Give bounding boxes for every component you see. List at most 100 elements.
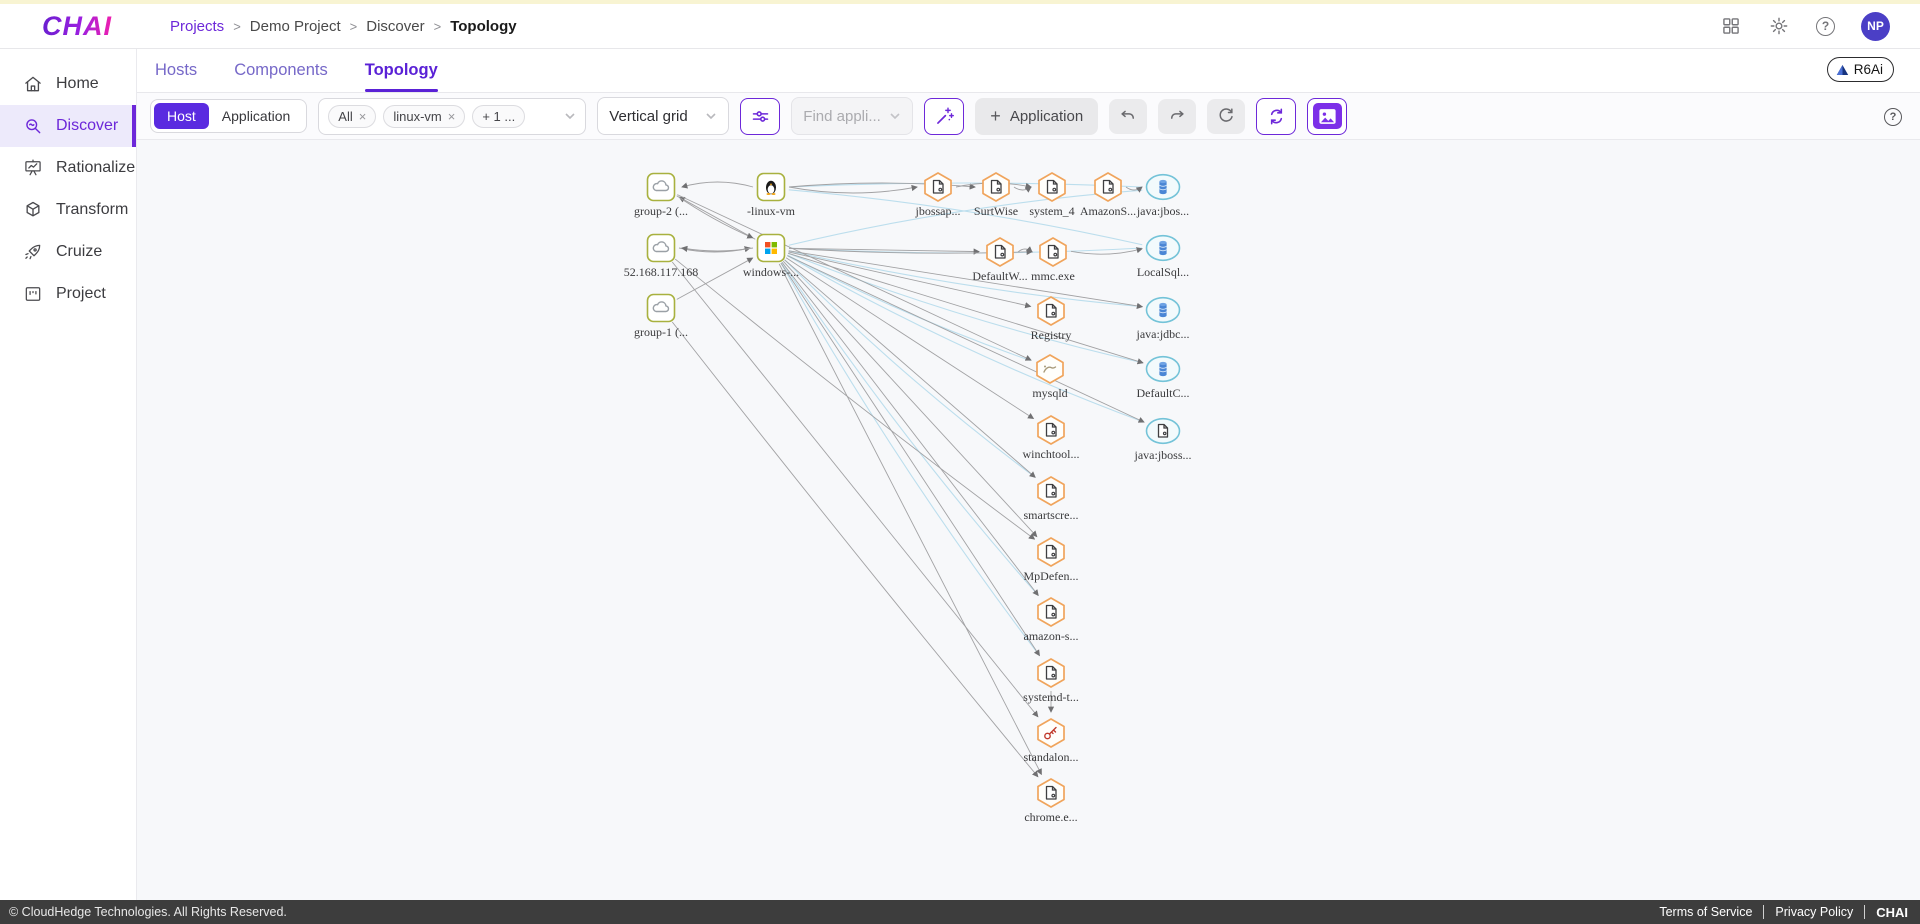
topology-edge xyxy=(781,261,1039,597)
topology-edge xyxy=(788,252,1144,365)
topology-edge xyxy=(788,251,1032,309)
project-icon xyxy=(23,284,43,304)
node-label: mysqld xyxy=(1032,386,1068,400)
mode-toggle: Host Application xyxy=(150,99,308,133)
filter-chip[interactable]: + 1 ... xyxy=(472,104,526,128)
topology-edge xyxy=(681,181,754,189)
breadcrumb-item[interactable]: Demo Project xyxy=(249,17,341,35)
export-image-button[interactable] xyxy=(1307,97,1348,135)
node-label: LocalSql... xyxy=(1136,265,1190,279)
find-application-select[interactable]: Find appli... xyxy=(791,97,914,135)
copyright-text: © CloudHedge Technologies. All Rights Re… xyxy=(9,905,287,919)
topology-edge xyxy=(676,257,754,300)
node-label: winchtool... xyxy=(1022,447,1080,461)
top-accent-strip xyxy=(0,0,1920,4)
hex-doc-node-icon xyxy=(1032,413,1070,447)
oval-db-node-icon xyxy=(1144,352,1182,386)
filter-chip[interactable]: linux-vm× xyxy=(383,104,466,128)
topology-edge xyxy=(787,252,1144,364)
node-label: java:jdbc... xyxy=(1136,327,1190,341)
toolbar-help-icon[interactable]: ? xyxy=(1884,108,1902,126)
graph-settings-button[interactable] xyxy=(740,97,781,135)
node-label: group-2 (... xyxy=(634,204,688,218)
topology-edge xyxy=(788,250,1143,308)
filter-chip-label: + 1 ... xyxy=(482,108,516,124)
layout-select[interactable]: Vertical grid xyxy=(597,97,730,135)
tab-components[interactable]: Components xyxy=(234,61,328,79)
sidebar-item-project[interactable]: Project xyxy=(0,273,136,315)
transform-icon xyxy=(23,200,43,220)
redo-button[interactable] xyxy=(1158,98,1197,134)
cloud-node-icon xyxy=(642,291,680,325)
node-label: systemd-t... xyxy=(1023,690,1079,704)
image-icon xyxy=(1312,103,1342,129)
chevron-down-icon xyxy=(564,110,576,122)
node-label: amazon-s... xyxy=(1023,629,1079,643)
sidebar-item-home[interactable]: Home xyxy=(0,63,136,105)
node-label: mmc.exe xyxy=(1031,269,1075,283)
sidebar-item-cruize[interactable]: Cruize xyxy=(0,231,136,273)
sidebar-item-label: Rationalize xyxy=(56,159,136,176)
breadcrumb-item[interactable]: Discover xyxy=(366,17,425,35)
help-icon[interactable]: ? xyxy=(1816,16,1835,36)
topology-edge xyxy=(788,247,1143,254)
host-filter-select[interactable]: All×linux-vm× + 1 ... xyxy=(318,97,587,135)
topology-edge xyxy=(785,257,1035,420)
topology-edges xyxy=(671,181,1145,778)
sidebar-item-rationalize[interactable]: Rationalize xyxy=(0,147,136,189)
node-label: jbossap... xyxy=(915,204,961,218)
chevron-down-icon xyxy=(705,110,717,122)
application-toggle-button[interactable]: Application xyxy=(221,108,291,124)
auto-group-wand-button[interactable] xyxy=(924,97,965,135)
hex-doc-node-icon xyxy=(1032,474,1070,508)
sidebar-item-label: Home xyxy=(56,75,99,92)
oval-db-node-icon xyxy=(1144,231,1182,265)
r6ai-badge[interactable]: R6Ai xyxy=(1826,57,1894,82)
sidebar-item-label: Cruize xyxy=(56,243,103,260)
breadcrumb-item[interactable]: Projects xyxy=(170,17,225,35)
topology-edge xyxy=(788,184,918,194)
sidebar-item-label: Transform xyxy=(56,201,129,218)
refresh-button[interactable] xyxy=(1207,98,1246,134)
topology-edge xyxy=(1017,246,1033,253)
filter-chip[interactable]: All× xyxy=(328,104,377,128)
footer-brand: CHAI xyxy=(1876,904,1908,920)
node-label: system_4 xyxy=(1029,204,1075,218)
footer: © CloudHedge Technologies. All Rights Re… xyxy=(0,900,1920,924)
topology-edge xyxy=(781,261,1039,596)
topology-edge xyxy=(1125,186,1143,193)
home-icon xyxy=(23,74,43,94)
add-application-button[interactable]: + Application xyxy=(975,97,1099,135)
r6ai-triangle-icon xyxy=(1836,64,1849,76)
sync-arrows-icon xyxy=(1266,106,1287,127)
tab-topology[interactable]: Topology xyxy=(364,49,438,92)
relayout-sync-button[interactable] xyxy=(1256,97,1297,135)
undo-button[interactable] xyxy=(1109,98,1148,134)
hex-doc-node-icon xyxy=(1032,776,1070,810)
sidebar-item-transform[interactable]: Transform xyxy=(0,189,136,231)
sidebar-item-discover[interactable]: Discover xyxy=(0,105,136,147)
find-application-placeholder: Find appli... xyxy=(803,107,881,125)
footer-link[interactable]: Privacy Policy xyxy=(1775,905,1854,919)
topology-edge xyxy=(778,263,1042,776)
sliders-icon xyxy=(750,106,771,127)
topology-edge xyxy=(677,194,1032,361)
node-label: SurtWise xyxy=(973,204,1019,218)
hex-doc-node-icon xyxy=(1032,595,1070,629)
apps-grid-icon[interactable] xyxy=(1720,15,1742,37)
chip-close-icon[interactable]: × xyxy=(358,108,367,124)
tab-hosts[interactable]: Hosts xyxy=(155,61,198,79)
user-avatar[interactable]: NP xyxy=(1861,11,1890,41)
host-toggle-button[interactable]: Host xyxy=(154,103,209,129)
footer-link[interactable]: Terms of Service xyxy=(1659,905,1753,919)
topology-edge xyxy=(782,260,1038,538)
hex-doc-node-icon xyxy=(919,170,957,204)
settings-gear-icon[interactable] xyxy=(1768,15,1790,37)
add-application-label: Application xyxy=(1009,107,1084,125)
graph-toolbar: Host Application All×linux-vm× + 1 ... Ve… xyxy=(137,93,1920,140)
refresh-icon xyxy=(1216,106,1236,126)
chip-close-icon[interactable]: × xyxy=(447,108,456,124)
oval-db-node-icon xyxy=(1144,293,1182,327)
topology-edge xyxy=(780,262,1040,657)
